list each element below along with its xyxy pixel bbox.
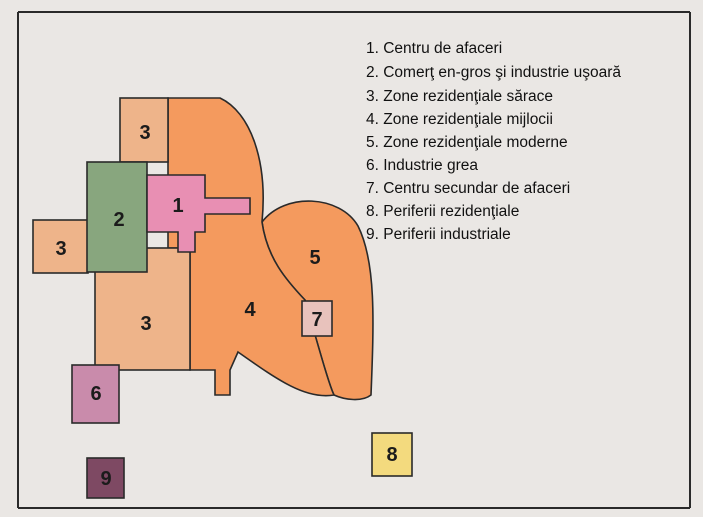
zone-3-left-poor-residential [32,219,89,274]
legend-item-3: 3. Zone rezidenţiale sărace [366,88,553,105]
zone-6-heavy-industry [71,364,120,424]
zone-label-4: 4 [244,299,256,321]
legend-item-5: 5. Zone rezidenţiale moderne [366,134,568,151]
zone-3-top-poor-residential [119,97,169,163]
zone-label-3-left: 3 [55,238,66,260]
zone-label-9: 9 [100,468,111,490]
zone-8-residential-periphery [371,432,413,477]
zone-label-6: 6 [90,383,101,405]
zone-9-industrial-periphery [86,457,125,499]
legend-item-6: 6. Industrie grea [366,157,478,174]
legend-item-4: 4. Zone rezidenţiale mijlocii [366,111,553,128]
zone-label-3-center: 3 [140,313,151,335]
legend-item-1: 1. Centru de afaceri [366,40,502,57]
zone-2-wholesale-light-industry [86,161,148,273]
zone-label-8: 8 [386,444,397,466]
legend-item-8: 8. Periferii rezidenţiale [366,203,519,220]
zone-7-secondary-business-center [301,300,333,337]
zone-label-5: 5 [309,247,320,269]
legend-item-7: 7. Centru secundar de afaceri [366,180,570,197]
zone-label-1: 1 [172,195,183,217]
zone-label-3-top: 3 [139,122,150,144]
legend-item-2: 2. Comerţ en-gros şi industrie uşoară [366,64,621,81]
legend-item-9: 9. Periferii industriale [366,226,511,243]
legend: 1. Centru de afaceri 2. Comerţ en-gros ş… [366,40,621,243]
zone-1-business-center [146,174,251,253]
zone-label-2: 2 [113,209,124,231]
zone-label-7: 7 [311,309,322,331]
